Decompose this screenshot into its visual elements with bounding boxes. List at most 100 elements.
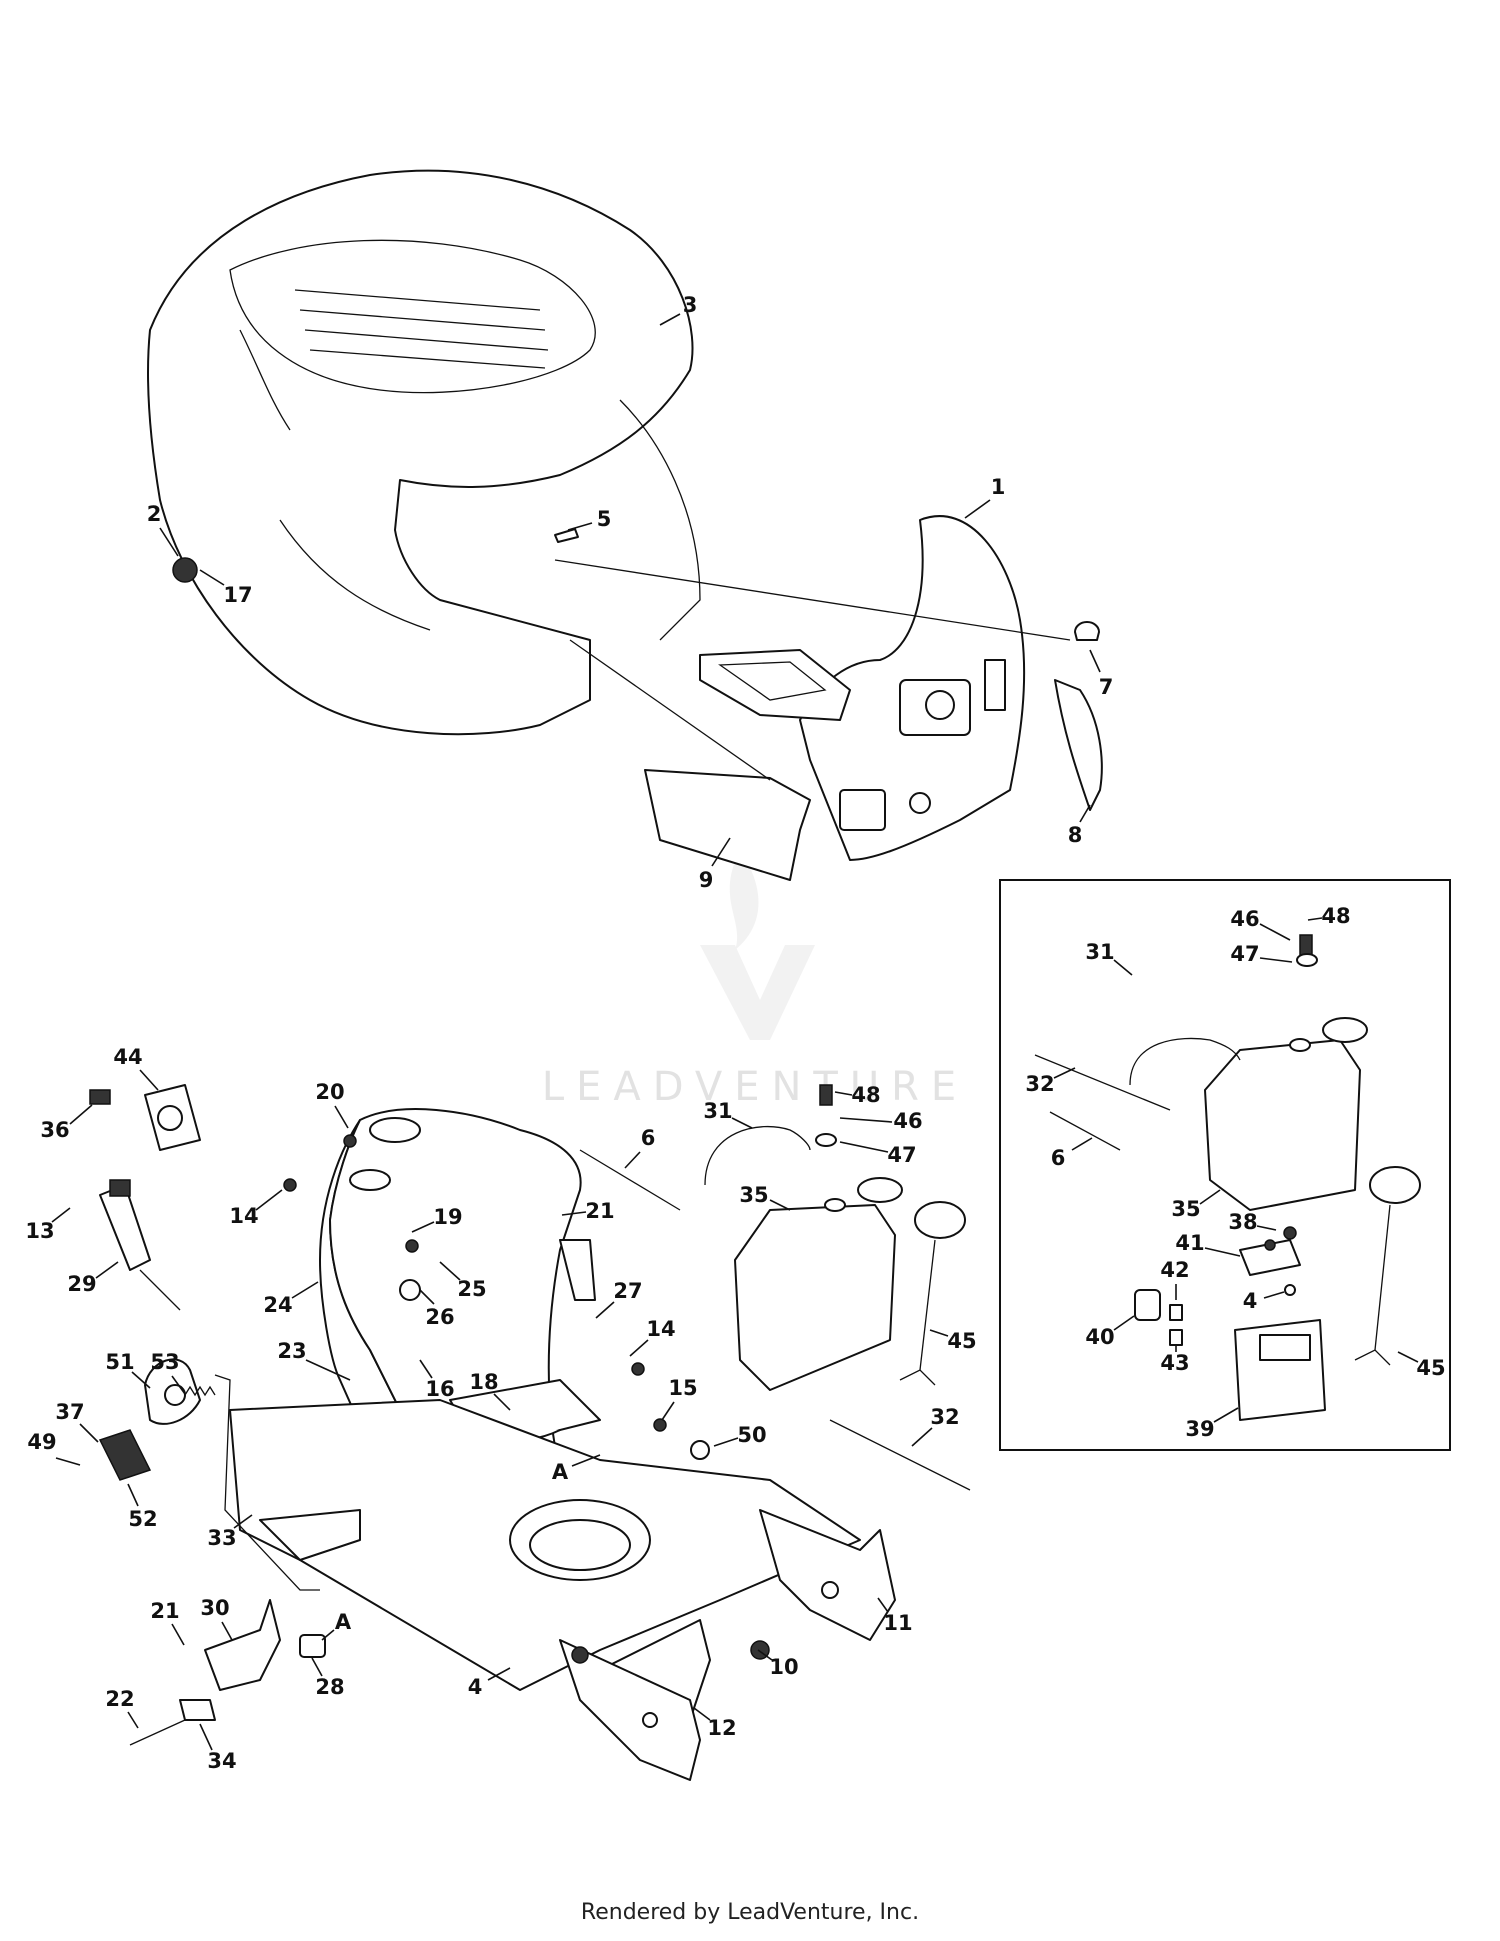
callout-44: 44: [113, 1045, 142, 1069]
callout-23: 23: [277, 1339, 306, 1363]
callout-15: 15: [668, 1376, 697, 1400]
callout-28: 28: [315, 1675, 344, 1699]
callout-31-detail: 31: [1085, 940, 1114, 964]
callout-41: 41: [1175, 1231, 1204, 1255]
callout-39: 39: [1185, 1417, 1214, 1441]
callout-2: 2: [147, 502, 162, 526]
battery-part-39: [1234, 1319, 1326, 1421]
callout-7: 7: [1099, 675, 1114, 699]
grommet-parts-46-47-48-center: [815, 1084, 837, 1147]
callout-12: 12: [707, 1716, 736, 1740]
detail-hardware: [1264, 1226, 1297, 1296]
cable-tie-part-32-detail: [1034, 1054, 1171, 1111]
callout-35-detail: 35: [1171, 1197, 1200, 1221]
rod-part-33: [214, 1374, 320, 1591]
callout-32-center: 32: [930, 1405, 959, 1429]
grommet-parts-46-47-48-detail: [1296, 934, 1318, 967]
fuel-line-part-31-detail: [1129, 1037, 1241, 1086]
bushing-part-28: [299, 1634, 326, 1658]
callout-21-upper: 21: [585, 1199, 614, 1223]
callout-51: 51: [105, 1350, 134, 1374]
ignition-switch-part-44: [89, 1084, 201, 1151]
bracket-part-11: [759, 1509, 896, 1641]
callout-A-lower: A: [335, 1610, 352, 1634]
callout-30: 30: [200, 1596, 229, 1620]
callout-A-upper: A: [552, 1460, 569, 1484]
side-panel-part-9: [644, 769, 811, 881]
cable-tie-part-6-lower: [579, 1149, 681, 1211]
choke-knob-part-51: [144, 1358, 201, 1425]
callout-48-center: 48: [851, 1083, 880, 1107]
fuel-tank-part-35-center: [734, 1177, 903, 1391]
fuel-tank-part-35-detail: [1204, 1017, 1368, 1211]
callout-45-detail: 45: [1416, 1356, 1445, 1380]
throttle-lever-part-29: [99, 1179, 181, 1311]
callout-35-center: 35: [739, 1183, 768, 1207]
footer-credit: Rendered by LeadVenture, Inc.: [580, 1900, 920, 1925]
side-trim-part-8: [1054, 679, 1103, 811]
callout-47-center: 47: [887, 1143, 916, 1167]
callout-33: 33: [207, 1526, 236, 1550]
callout-47-detail: 47: [1230, 942, 1259, 966]
hood-guide-lines: [554, 559, 1071, 781]
callout-43: 43: [1160, 1351, 1189, 1375]
callout-38: 38: [1228, 1210, 1257, 1234]
callout-45-center: 45: [947, 1329, 976, 1353]
callout-36: 36: [40, 1118, 69, 1142]
callout-18: 18: [469, 1370, 498, 1394]
callout-9: 9: [699, 868, 714, 892]
cable-tie-part-32-center: [829, 1419, 971, 1491]
cable-tie-part-6-detail: [1049, 1111, 1121, 1151]
callout-14-upper: 14: [229, 1204, 258, 1228]
callout-53: 53: [150, 1350, 179, 1374]
callout-4-detail: 4: [1243, 1289, 1258, 1313]
callout-29: 29: [67, 1272, 96, 1296]
callout-26: 26: [425, 1305, 454, 1329]
callout-13: 13: [25, 1219, 54, 1243]
callout-40: 40: [1085, 1325, 1114, 1349]
callout-8: 8: [1068, 823, 1083, 847]
callout-46-detail: 46: [1230, 907, 1259, 931]
callout-10: 10: [769, 1655, 798, 1679]
callout-42: 42: [1160, 1258, 1189, 1282]
watermark-text: LEADVENTURE: [542, 1064, 968, 1110]
callout-50: 50: [737, 1423, 766, 1447]
bumper-parts-40-42-43: [1134, 1289, 1183, 1346]
bracket-part-30: [204, 1599, 281, 1691]
callout-6-detail: 6: [1051, 1146, 1066, 1170]
watermark-logo: [700, 850, 815, 1040]
callout-16: 16: [425, 1377, 454, 1401]
bolt-part-22: [129, 1719, 186, 1746]
fuel-line-part-31-center: [704, 1125, 811, 1186]
bracket-part-12: [559, 1639, 701, 1781]
headlight-lens: [699, 649, 851, 721]
callout-21-lower: 21: [150, 1599, 179, 1623]
plate-part-34: [179, 1699, 216, 1721]
callout-17: 17: [223, 583, 252, 607]
callout-52: 52: [128, 1507, 157, 1531]
fuel-cap-gauge-part-45-center: [899, 1201, 966, 1386]
callout-19: 19: [433, 1205, 462, 1229]
choke-part-52: [98, 1429, 152, 1481]
grille-part-1: [799, 515, 1026, 861]
callout-20: 20: [315, 1080, 344, 1104]
callout-11: 11: [883, 1611, 912, 1635]
callout-25: 25: [457, 1277, 486, 1301]
callouts: 1 2 3 5 7 8 9 17 44 36 13 29 20 14 19 21…: [25, 293, 1445, 1773]
callout-46-center: 46: [893, 1109, 922, 1133]
callout-34: 34: [207, 1749, 236, 1773]
callout-5: 5: [597, 507, 612, 531]
callout-49: 49: [27, 1430, 56, 1454]
callout-3: 3: [683, 293, 698, 317]
callout-6-lower: 6: [641, 1126, 656, 1150]
spring-part-53: [184, 1385, 216, 1397]
callout-48-detail: 48: [1321, 904, 1350, 928]
callout-31-center: 31: [703, 1099, 732, 1123]
callout-27: 27: [613, 1279, 642, 1303]
callout-32-detail: 32: [1025, 1072, 1054, 1096]
callout-1: 1: [991, 475, 1006, 499]
lower-hardware: [283, 1134, 770, 1664]
callout-37: 37: [55, 1400, 84, 1424]
callout-24: 24: [263, 1293, 292, 1317]
